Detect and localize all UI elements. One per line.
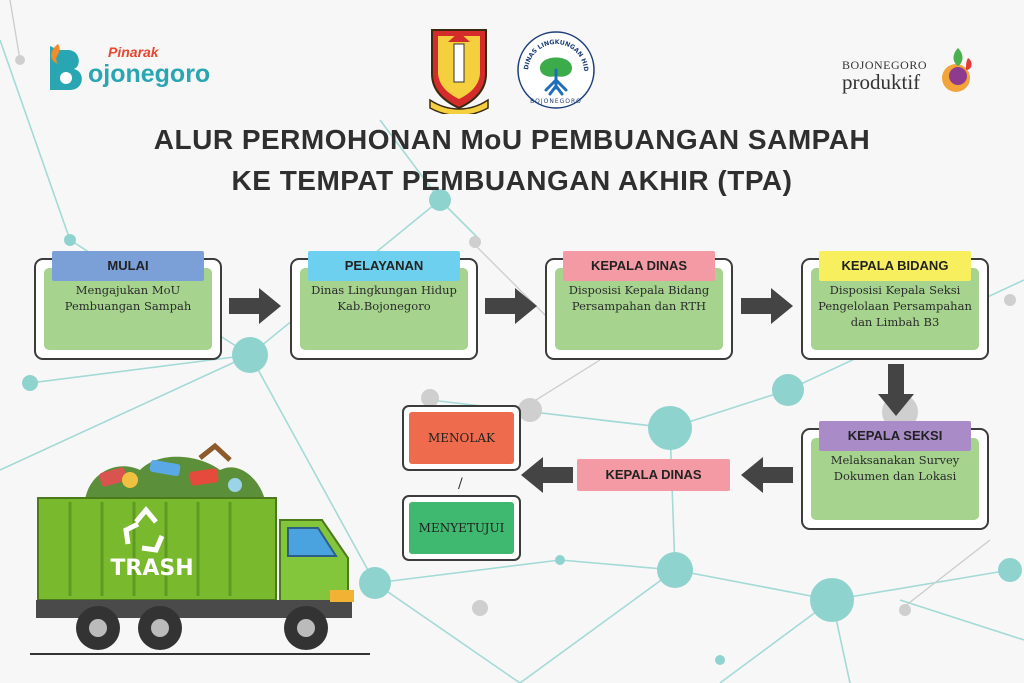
arrow-right-icon (741, 288, 793, 324)
arrow-down-icon (878, 364, 914, 416)
outcome-menolak-box: MENOLAK (402, 405, 521, 471)
dlh-bottom-text: BOJONEGORO (530, 98, 582, 105)
step-pelayanan-box: Dinas Lingkungan Hidup Kab.Bojonegoro (290, 258, 478, 360)
regency-crest-icon (429, 29, 489, 114)
step-kepala-bidang-desc1: Disposisi Kepala Seksi (829, 283, 961, 297)
step-mulai-desc1: Mengajukan MoU (75, 283, 181, 297)
arrow-right-icon (229, 288, 281, 324)
step-kepala-bidang-label: KEPALA BIDANG (819, 251, 971, 281)
step-kepala-dinas-desc1: Disposisi Kepala Bidang (568, 283, 710, 297)
step-pelayanan-desc1: Dinas Lingkungan Hidup (311, 283, 457, 297)
outcome-menolak-label: MENOLAK (409, 412, 514, 464)
logo-right-top-text: BOJONEGORO (842, 58, 928, 72)
bojonegoro-b-icon (50, 44, 82, 90)
outcome-menyetujui-box: MENYETUJUI (402, 495, 521, 561)
outcome-menyetujui-label: MENYETUJUI (409, 502, 514, 554)
logo-left-big-text: ojonegoro (88, 60, 211, 88)
produktif-flower-icon (942, 48, 972, 92)
truck-wheels (76, 606, 328, 650)
arrow-left-icon (521, 457, 573, 493)
step-pelayanan-label: PELAYANAN (308, 251, 460, 281)
arrow-right-icon (485, 288, 537, 324)
step-pelayanan-desc2: Kab.Bojonegoro (337, 299, 431, 313)
step-kepala-dinas-label: KEPALA DINAS (563, 251, 715, 281)
step-kepala-bidang-desc3: dan Limbah B3 (850, 315, 940, 329)
bojonegoro-produktif-logo: BOJONEGORO produktif (838, 44, 988, 100)
recycle-icon (123, 506, 165, 553)
outcome-separator: / (458, 476, 463, 492)
logo-left-small-text: Pinarak (108, 44, 159, 60)
step-mulai-desc2: Pembuangan Sampah (64, 299, 192, 313)
step-kepala-seksi-desc1: Melaksanakan Survey (830, 453, 960, 467)
page-title-line1: ALUR PERMOHONAN MoU PEMBUANGAN SAMPAH (153, 124, 871, 155)
pinarak-bojonegoro-logo: Pinarak ojonegoro (44, 38, 210, 102)
step-kepala-seksi-label: KEPALA SEKSI (819, 421, 971, 451)
step-kepala-seksi-desc2: Dokumen dan Lokasi (833, 469, 957, 483)
arrow-left-icon (741, 457, 793, 493)
step-mulai-label: MULAI (52, 251, 204, 281)
garbage-truck-illustration: TRASH (30, 442, 370, 655)
decision-kepala-dinas-label: KEPALA DINAS (577, 459, 730, 491)
truck-trash-label: TRASH (110, 556, 193, 581)
logo-right-bottom-text: produktif (842, 70, 921, 94)
step-kepala-dinas-desc2: Persampahan dan RTH (571, 299, 707, 313)
page-title-line2: KE TEMPAT PEMBUANGAN AKHIR (TPA) (231, 165, 793, 196)
step-kepala-bidang-desc2: Pengelolaan Persampahan (818, 299, 972, 313)
trash-pile (85, 442, 265, 500)
dinas-lingkungan-hidup-logo: DINAS LINGKUNGAN HIDUP BOJONEGORO (516, 30, 595, 109)
